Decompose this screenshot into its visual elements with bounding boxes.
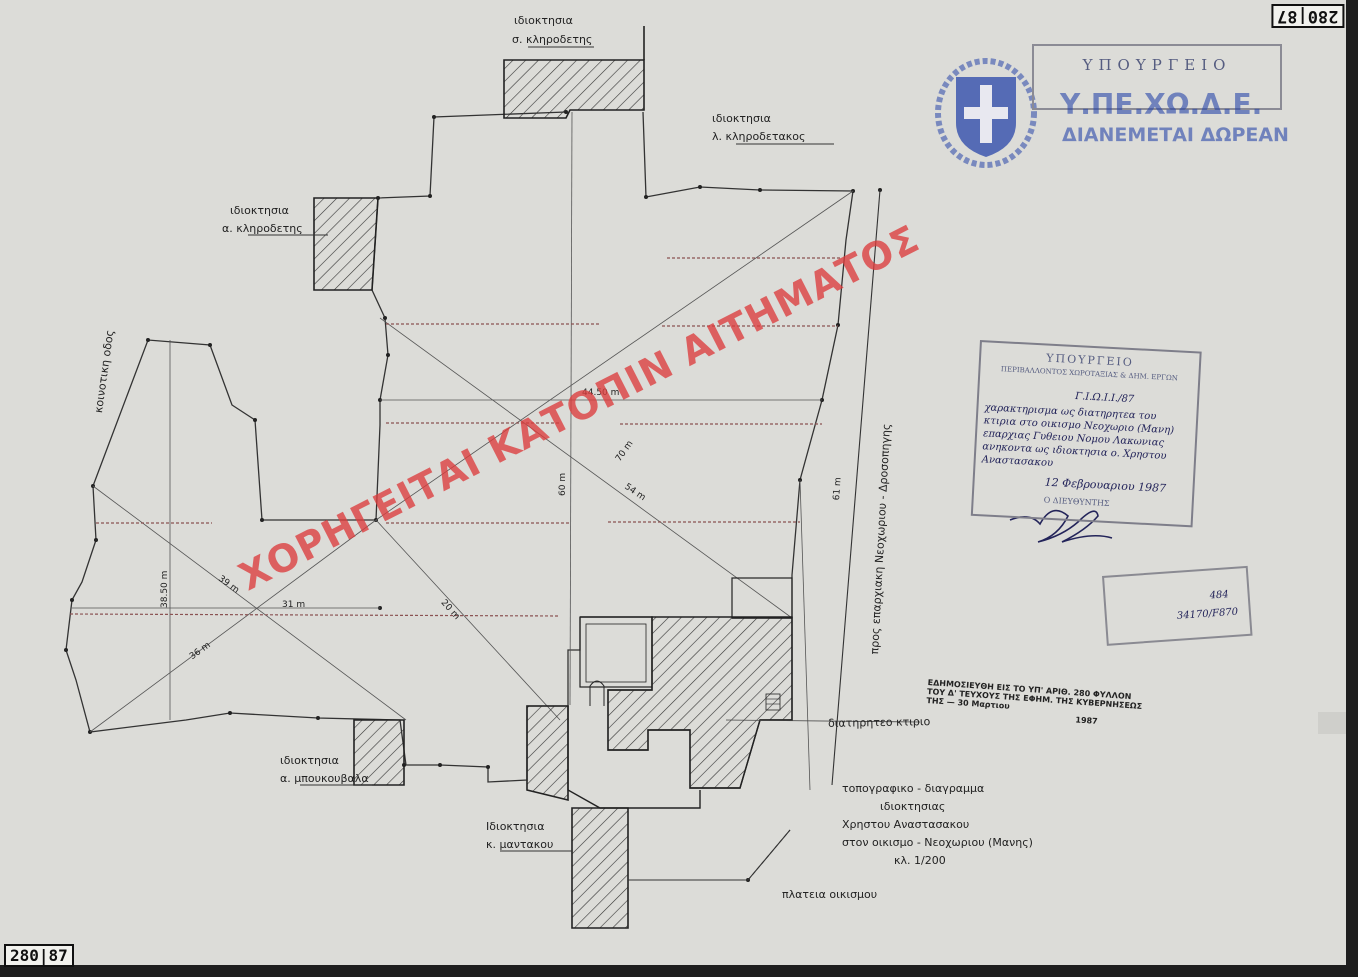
reference-number-bottom: 280|87 xyxy=(4,944,74,967)
preserved-building-label: διατηρητεο κτιριο xyxy=(827,715,931,730)
registration-number: 484 xyxy=(1209,589,1230,602)
free-distribution-label: ΔΙΑΝΕΜΕΤΑΙ ΔΩΡΕΑΝ xyxy=(1062,124,1289,146)
square-dash xyxy=(747,829,791,881)
square-boundary xyxy=(628,829,791,881)
dimension-60: 60 m xyxy=(558,472,568,496)
owner-a-mpoukouvala-label: ιδιοκτησια xyxy=(280,754,339,767)
approval-text-5: Αναστασακου xyxy=(981,454,1054,469)
owner-a-klirodetis-name: α. κληροδετης xyxy=(222,222,303,235)
scan-border xyxy=(0,965,1358,977)
building-a-klirodetis xyxy=(313,197,379,291)
reference-number-top: 280|87 xyxy=(1270,4,1344,28)
dimension-61: 61 m xyxy=(832,476,844,501)
dimension-44-50: 44.50 m xyxy=(582,388,620,398)
building-k-mantakou-west xyxy=(526,705,569,802)
building-k-mantakou-south xyxy=(571,807,629,929)
approval-director: Ο ΔΙΕΥΘΥΝΤΗΣ xyxy=(1043,495,1110,509)
owner-k-mantakou-name: κ. μαντακου xyxy=(486,838,554,851)
approval-ref: Γ.Ι.Ω.Ι.Ι./87 xyxy=(1074,391,1135,406)
measurement-lines xyxy=(72,111,854,791)
building-s-klirodetis xyxy=(503,59,645,119)
owner-a-klirodetis-label: ιδιοκτησια xyxy=(230,204,289,217)
dimension-31: 31 m xyxy=(282,600,306,610)
owner-l-klirodetakos-name: λ. κληροδετακος xyxy=(712,130,806,143)
ministry-stamp: ΥΠΟΥΡΓΕΙΟ xyxy=(1032,44,1282,110)
scan-border xyxy=(1346,0,1358,977)
owner-k-mantakou-label: Ιδιοκτησια xyxy=(486,820,545,833)
ministry-abbreviation: Υ.ΠΕ.ΧΩ.Δ.Ε. xyxy=(1060,88,1263,121)
ministry-stamp-title: ΥΠΟΥΡΓΕΙΟ xyxy=(1082,56,1232,74)
legend-line-4: στον οικισμο - Νεοχωριου (Μανης) xyxy=(842,836,1033,849)
legend-line-1: τοπογραφικο - διαγραμμα xyxy=(842,782,985,795)
approval-date: 12 Φεβρουαριου 1987 xyxy=(1044,475,1167,495)
road-line xyxy=(831,189,881,786)
signature-mark xyxy=(1009,509,1113,543)
map-scale: κλ. 1/200 xyxy=(894,854,946,867)
scan-mark xyxy=(1318,712,1346,734)
coat-of-arms-icon xyxy=(935,58,1037,168)
legend-line-2: ιδιοκτησιας xyxy=(880,800,946,813)
owner-s-klirodetis-label: ιδιοκτησια xyxy=(514,14,573,27)
owner-a-mpoukouvala-name: α. μπουκουβαλα xyxy=(280,772,369,785)
dimension-38-50: 38.50 m xyxy=(160,570,170,608)
owner-l-klirodetakos-label: ιδιοκτησια xyxy=(712,112,771,125)
building-a-mpoukouvala xyxy=(353,719,405,786)
label-underlines xyxy=(248,46,834,852)
registration-code: 34170/F870 xyxy=(1176,606,1239,622)
square-label: πλατεια οικισμου xyxy=(782,888,878,901)
legend-line-3: Χρηστου Αναστασακου xyxy=(842,818,970,831)
registration-stamp: 484 34170/F870 xyxy=(1102,565,1253,646)
leader-line xyxy=(725,719,921,723)
approval-stamp: ΥΠΟΥΡΓΕΙΟ ΠΕΡΙΒΑΛΛΟΝΤΟΣ ΧΩΡΟΤΑΞΙΑΣ & ΔΗΜ… xyxy=(970,340,1202,528)
contour-lines xyxy=(69,257,840,617)
owner-s-klirodetis-name: σ. κληροδετης xyxy=(512,33,593,46)
preserved-building xyxy=(567,577,793,809)
property-boundary-east xyxy=(642,111,854,618)
